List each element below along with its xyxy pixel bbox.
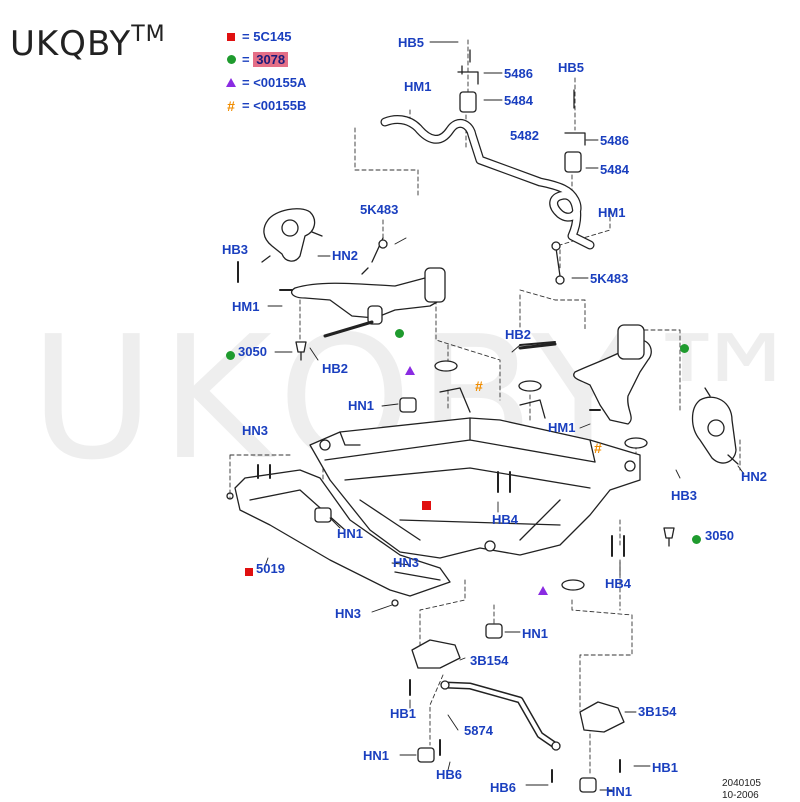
- legend-eq: =: [242, 98, 250, 113]
- orange-hash-icon: #: [475, 378, 483, 394]
- legend-code: <00155A: [253, 75, 307, 90]
- legend-row-green: = 3078: [224, 49, 306, 70]
- green-circle-icon: [395, 325, 404, 343]
- purple-triangle-icon: [538, 582, 548, 600]
- callout-hn1: HN1: [363, 748, 390, 763]
- callout-3b154: 3B154: [638, 704, 677, 719]
- callout-hb5: HB5: [398, 35, 425, 50]
- callout-hb2: HB2: [505, 327, 532, 342]
- legend: = 5C145 = 3078 = <00155A # = <00155B: [224, 26, 306, 118]
- callout-5484: 5484: [504, 93, 533, 108]
- legend-code: 5C145: [253, 29, 292, 44]
- callout-hb3: HB3: [222, 242, 249, 257]
- right-control-arm: [518, 324, 652, 425]
- legend-row-purple: = <00155A: [224, 72, 306, 93]
- callout-hm1: HM1: [404, 79, 432, 94]
- brand-tm: TM: [131, 22, 166, 47]
- callout-hb4: HB4: [492, 512, 519, 527]
- callout-3050: 3050: [705, 528, 734, 543]
- drawing-date: 10-2006: [722, 790, 759, 801]
- callout-hm1: HM1: [232, 299, 260, 314]
- callout-5486: 5486: [504, 66, 533, 81]
- callout-hb2: HB2: [322, 361, 349, 376]
- green-circle-icon: [692, 531, 701, 549]
- callout-hn1: HN1: [606, 784, 633, 799]
- callout-hm1: HM1: [598, 205, 626, 220]
- callout-hn2: HN2: [741, 469, 768, 484]
- legend-eq: =: [242, 75, 250, 90]
- legend-eq: =: [242, 29, 250, 44]
- callout-5k483: 5K483: [360, 202, 399, 217]
- red-square-icon: [422, 497, 431, 515]
- drawing-code: 2040105: [722, 778, 761, 789]
- callout-hb1: HB1: [652, 760, 679, 775]
- callout-hn1: HN1: [522, 626, 549, 641]
- green-circle-icon: [680, 340, 689, 358]
- callout-3050: 3050: [238, 344, 267, 359]
- callout-hn3: HN3: [335, 606, 362, 621]
- callout-hm1: HM1: [548, 420, 576, 435]
- legend-eq: =: [242, 52, 250, 67]
- callout-hb1: HB1: [390, 706, 417, 721]
- brackets-3b154: [411, 639, 625, 733]
- callout-3b154: 3B154: [470, 653, 509, 668]
- green-circle-icon: [226, 347, 235, 365]
- green-circle-icon: [224, 52, 238, 67]
- callout-5019: 5019: [256, 561, 285, 576]
- brand-name: UKQBY: [10, 24, 132, 64]
- callout-hb4: HB4: [605, 576, 632, 591]
- callout-hn1: HN1: [337, 526, 364, 541]
- lower-link-5874: [440, 680, 561, 751]
- callout-hn1: HN1: [348, 398, 375, 413]
- callout-5482: 5482: [510, 128, 539, 143]
- legend-code: <00155B: [253, 98, 307, 113]
- callout-hb3: HB3: [671, 488, 698, 503]
- red-square-icon: [224, 29, 238, 44]
- brand-logo: UKQBYTM: [10, 22, 166, 64]
- purple-triangle-icon: [224, 75, 238, 90]
- callout-5k483: 5K483: [590, 271, 629, 286]
- purple-triangle-icon: [405, 362, 415, 380]
- callout-hn2: HN2: [332, 248, 359, 263]
- orange-hash-icon: #: [227, 97, 235, 114]
- callout-hn3: HN3: [393, 555, 420, 570]
- stabilizer-links: [361, 237, 565, 285]
- stabilizer-bushings: [457, 49, 586, 173]
- legend-code-highlighted: 3078: [253, 52, 289, 67]
- legend-row-red: = 5C145: [224, 26, 306, 47]
- callout-5484: 5484: [600, 162, 629, 177]
- legend-row-orange: # = <00155B: [224, 95, 306, 116]
- left-knuckle: [261, 208, 323, 263]
- callout-hn3: HN3: [242, 423, 269, 438]
- ball-joints: [295, 341, 675, 547]
- right-knuckle: [691, 387, 739, 465]
- callout-5874: 5874: [464, 723, 493, 738]
- mounts: [314, 360, 648, 793]
- leader-lines: [263, 41, 745, 791]
- left-control-arm: [291, 267, 446, 338]
- callout-hb6: HB6: [490, 780, 517, 795]
- drawing-footer: 2040105 10-2006: [722, 778, 761, 802]
- front-subframe: [309, 387, 641, 559]
- callout-5486: 5486: [600, 133, 629, 148]
- callout-hb6: HB6: [436, 767, 463, 782]
- orange-hash-icon: #: [594, 440, 602, 456]
- bolts: [237, 261, 625, 783]
- callout-hb5: HB5: [558, 60, 585, 75]
- red-square-icon: [245, 563, 253, 581]
- stabilizer-bar-5482: [380, 115, 595, 250]
